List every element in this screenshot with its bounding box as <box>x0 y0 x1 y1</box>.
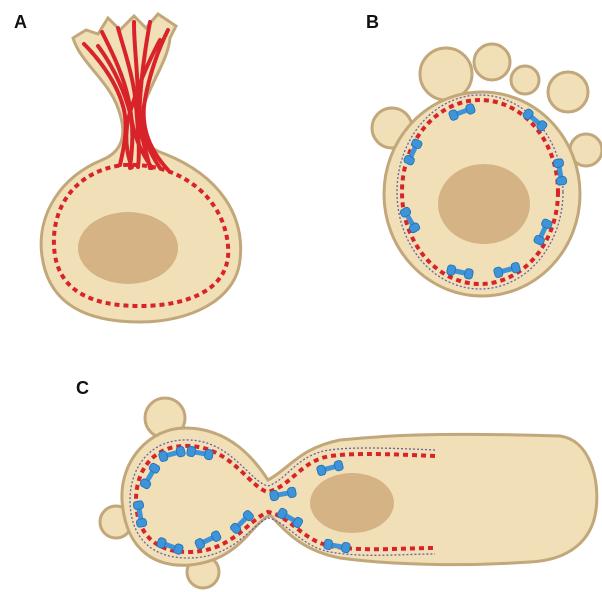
panel-label-a: A <box>14 12 27 32</box>
panel-c: C <box>76 378 597 588</box>
panel-label-c: C <box>76 378 89 398</box>
nucleus-b <box>438 164 530 244</box>
nucleus-a <box>78 212 178 284</box>
panel-b: B <box>366 12 602 296</box>
nucleus-c <box>310 473 394 533</box>
panel-label-b: B <box>366 12 379 32</box>
panel-a: A <box>14 12 241 322</box>
